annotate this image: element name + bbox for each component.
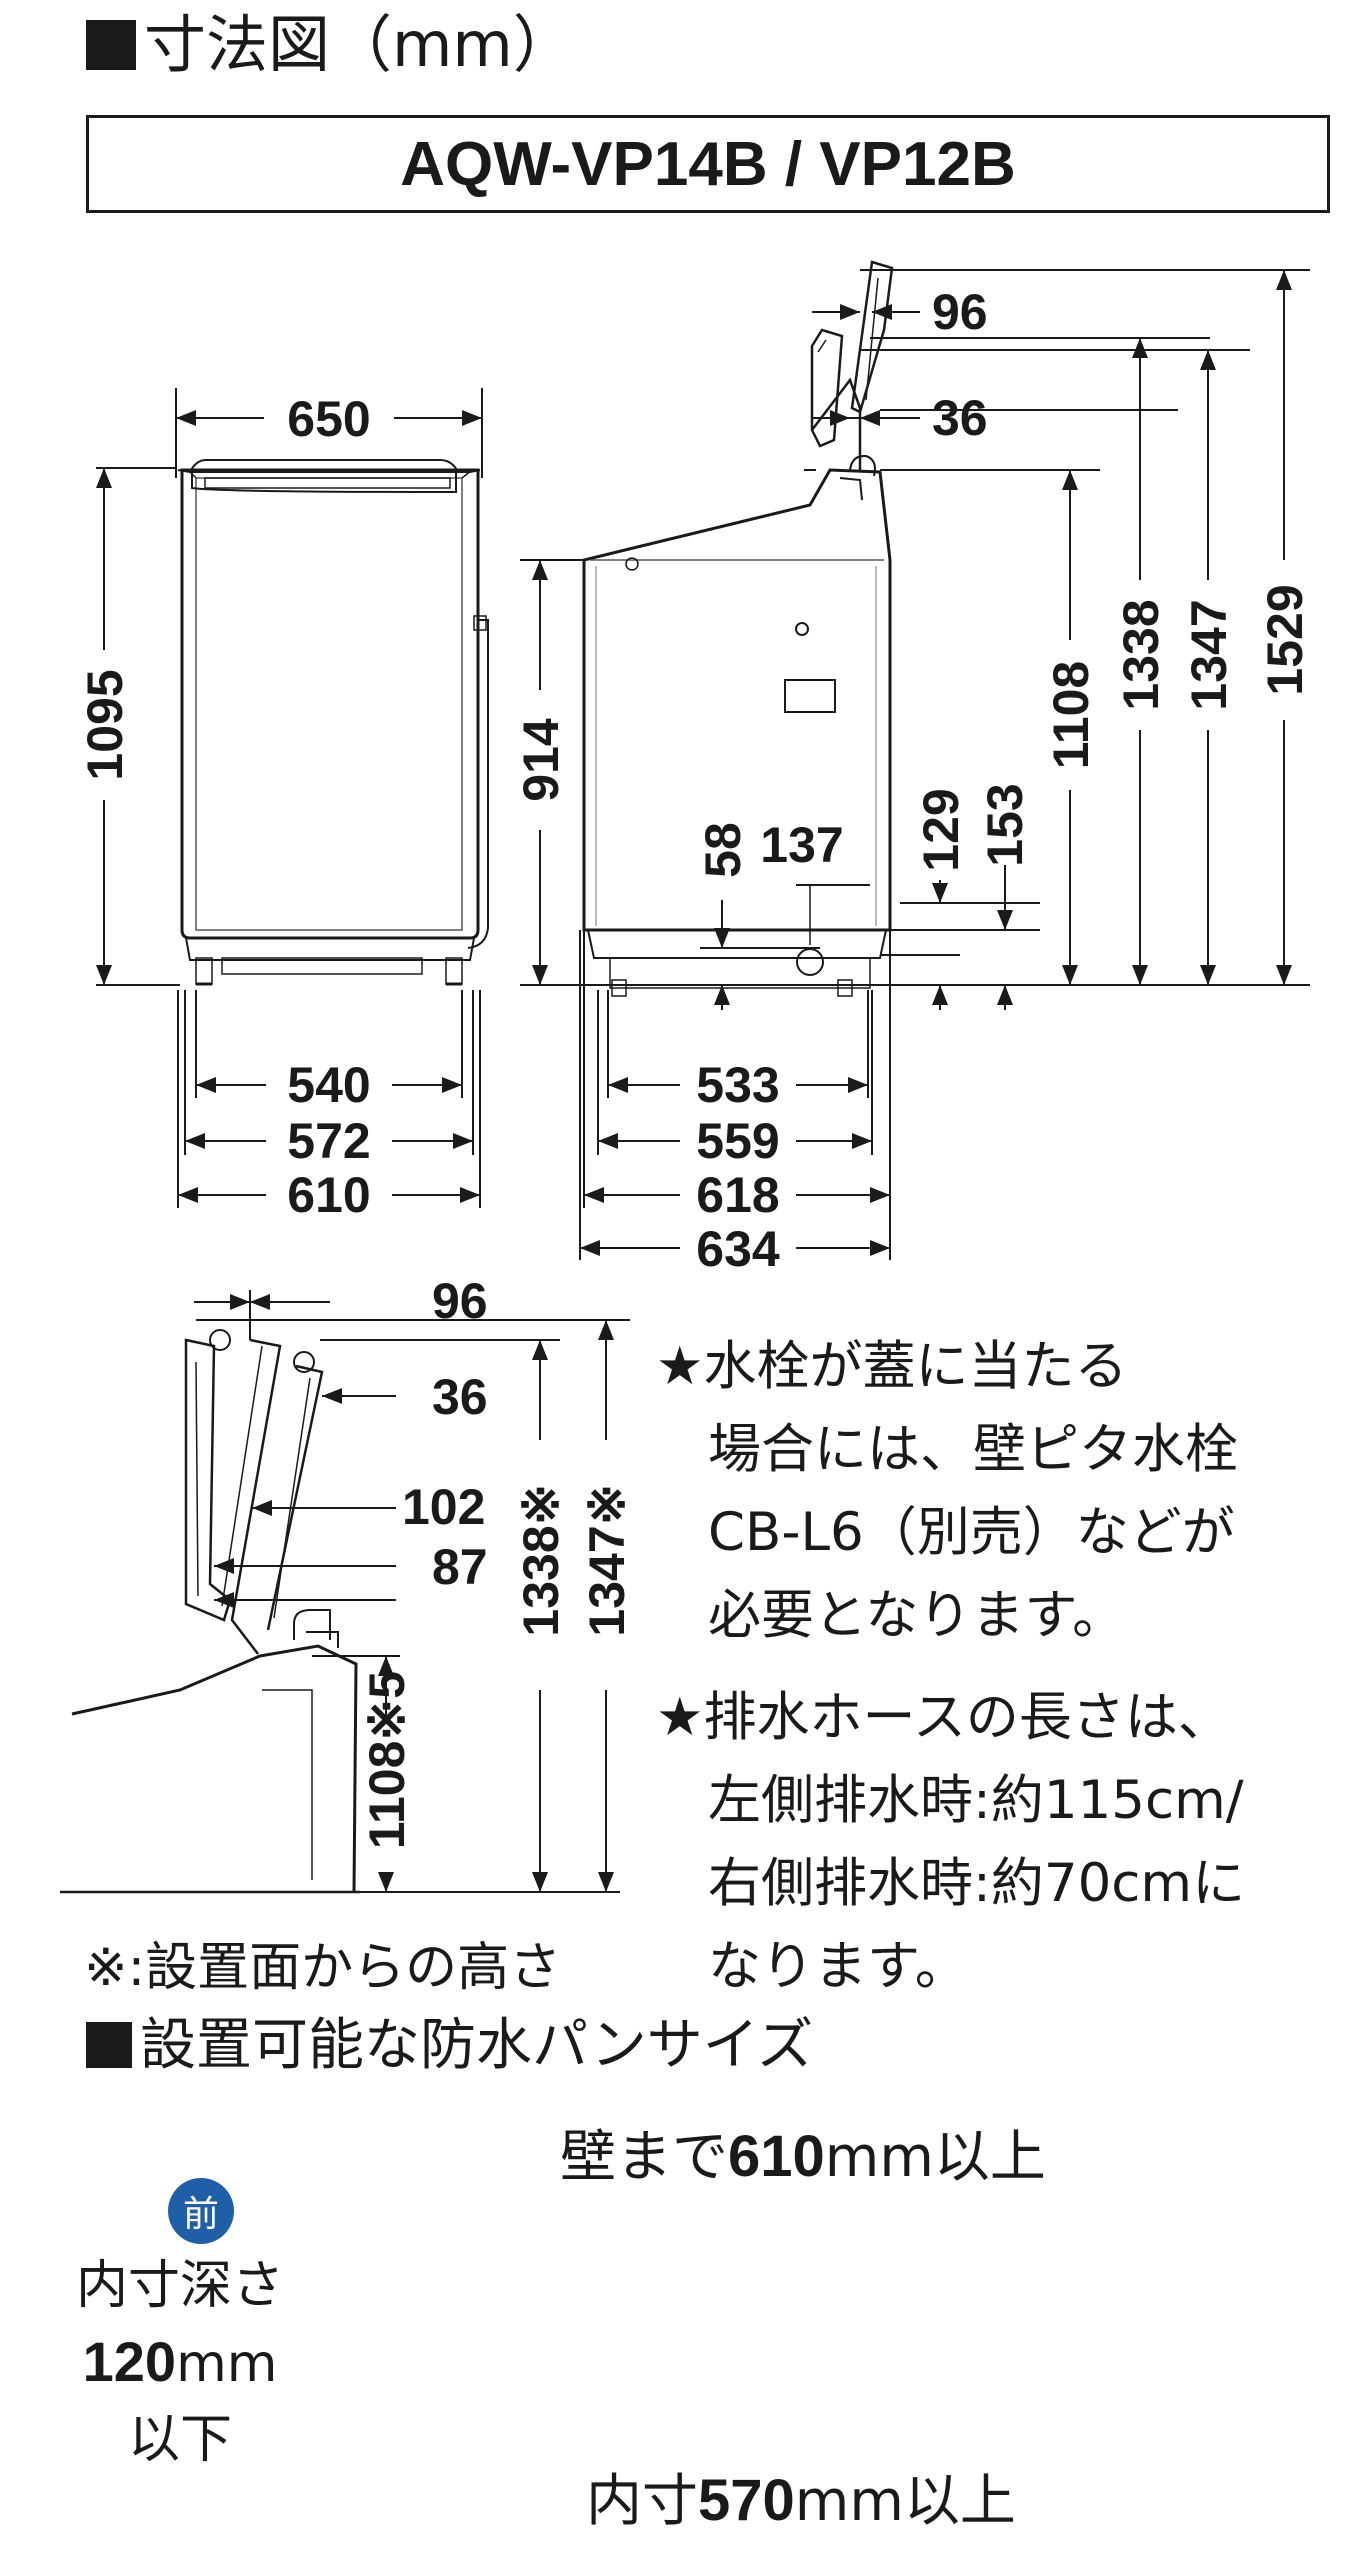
front-width-572: 572 [287, 1113, 370, 1169]
dimensions-title: 寸法図（mm） [86, 14, 575, 76]
detail-96: 96 [432, 1273, 488, 1329]
side-height-1347: 1347 [1181, 599, 1237, 710]
pan-wall-distance: 壁まで610mm以上 [560, 2112, 1046, 2193]
pan-depth-number: 120 [82, 2330, 177, 2393]
side-depth-634: 634 [696, 1221, 780, 1277]
detail-102: 102 [402, 1479, 485, 1535]
front-width-540: 540 [287, 1057, 370, 1113]
height-footnote: ※:設置面からの高さ [84, 1938, 562, 1998]
pan-depth-line-1: 内寸深さ [75, 2256, 284, 2316]
detail-view [60, 1329, 360, 1894]
faucet-note-line-2: 場合には、壁ピタ水栓 [708, 1419, 1238, 1480]
front-height-1095: 1095 [77, 669, 133, 780]
side-height-1529: 1529 [1257, 584, 1313, 695]
pan-wall-suffix: mm以上 [824, 2125, 1046, 2190]
faucet-note: ★水栓が蓋に当たる 場合には、壁ピタ水栓 CB-L6（別売）などが 必要となりま… [656, 1325, 1238, 1657]
square-bullet-icon [86, 20, 136, 70]
side-lid-36: 36 [932, 390, 988, 446]
model-name-box: AQW-VP14B / VP12B [86, 115, 1330, 213]
hose-note-line-3: 右側排水時:約70cmに [708, 1853, 1246, 1914]
side-height-1338: 1338 [1113, 599, 1169, 710]
side-lid-96: 96 [932, 284, 988, 340]
side-depth-533: 533 [696, 1057, 779, 1113]
pan-title: 設置可能な防水パンサイズ [86, 2018, 813, 2074]
side-depth-58: 58 [695, 822, 751, 878]
front-badge: 前 [168, 2178, 234, 2244]
front-view [177, 459, 489, 986]
detail-36: 36 [432, 1369, 488, 1425]
front-width-650: 650 [287, 391, 370, 447]
model-name: AQW-VP14B / VP12B [400, 129, 1016, 199]
pan-inner-number: 570 [698, 2468, 795, 2533]
front-width-610: 610 [287, 1167, 370, 1223]
side-height-153: 153 [977, 783, 1033, 866]
square-bullet-icon [86, 2022, 132, 2068]
side-depth-137: 137 [760, 817, 843, 873]
pan-wall-number: 610 [728, 2124, 825, 2189]
faucet-note-line-3: CB-L6（別売）などが [708, 1502, 1235, 1563]
dimension-lines [96, 269, 1310, 1893]
pan-title-text: 設置可能な防水パンサイズ [140, 2013, 814, 2078]
detail-height-1347: 1347※ [579, 1483, 635, 1636]
hose-note: ★排水ホースの長さは、 左側排水時:約115cm/ 右側排水時:約70cmに な… [656, 1676, 1245, 2008]
side-depth-559: 559 [696, 1113, 779, 1169]
pan-depth-unit: mm [176, 2334, 278, 2394]
detail-height-1338: 1338※ [513, 1483, 569, 1636]
hose-note-line-2: 左側排水時:約115cm/ [708, 1770, 1244, 1831]
dimensions-title-text: 寸法図（mm） [144, 8, 575, 81]
side-height-1108: 1108 [1043, 661, 1099, 769]
hose-note-line-4: なります。 [708, 1936, 968, 1997]
pan-inner-prefix: 内寸 [586, 2469, 698, 2534]
pan-inner-size: 内寸570mm以上 [586, 2456, 1016, 2537]
detail-87: 87 [432, 1539, 488, 1595]
side-height-129: 129 [913, 788, 969, 871]
faucet-note-line-4: 必要となります。 [708, 1585, 1126, 1646]
dimension-drawings: 650 1095 540 572 610 914 96 36 1108 1338… [60, 260, 1313, 1894]
faucet-note-line-1: ★水栓が蓋に当たる [656, 1336, 1128, 1397]
pan-depth-line-3: 以下 [127, 2410, 232, 2470]
pan-wall-prefix: 壁まで [560, 2125, 728, 2190]
detail-height-1108: 1108※5 [359, 1671, 415, 1849]
side-depth-618: 618 [696, 1167, 779, 1223]
hose-note-line-1: ★排水ホースの長さは、 [656, 1687, 1231, 1748]
side-height-914: 914 [513, 718, 569, 802]
pan-inner-suffix: mm以上 [794, 2469, 1016, 2534]
pan-depth-label: 内寸深さ 120mm 以下 [40, 2248, 320, 2478]
